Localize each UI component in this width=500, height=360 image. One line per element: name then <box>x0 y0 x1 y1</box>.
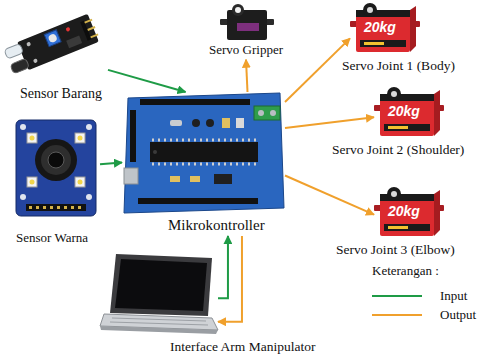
device-label: Servo Joint 1 (Body) <box>342 58 455 74</box>
device-label: Mikrokontroller <box>168 216 265 234</box>
device-node: Sensor Barang <box>8 4 108 78</box>
joint-servo <box>374 187 444 236</box>
device-label: Sensor Barang <box>20 86 102 103</box>
joint-servo <box>350 3 420 52</box>
color-sensor-module <box>16 120 96 216</box>
laptop <box>100 254 218 334</box>
legend-line <box>372 314 422 316</box>
legend-text: Input <box>440 288 467 304</box>
legend-text: Output <box>440 307 476 323</box>
device-node: Interface Arm Manipulator <box>100 252 218 336</box>
joint-servo <box>374 87 444 136</box>
legend-line <box>372 295 422 297</box>
device-label: Sensor Warna <box>16 230 88 246</box>
legend-entry: Input <box>372 287 467 305</box>
device-node: Sensor Warna <box>12 112 100 228</box>
output-arrow <box>285 38 350 102</box>
output-arrow <box>285 117 374 128</box>
legend-line-sample <box>372 290 422 302</box>
output-arrow <box>285 176 374 215</box>
microcontroller-board <box>124 93 284 213</box>
ir-sensor-module <box>3 13 100 76</box>
gripper-servo <box>220 4 274 40</box>
device-node: Servo Gripper <box>205 4 287 60</box>
servo-rating: 20kg <box>364 19 396 36</box>
servo-rating: 20kg <box>388 203 420 220</box>
output-arrow <box>218 236 242 322</box>
legend-entry: Output <box>372 306 476 324</box>
device-node: Mikrokontroller <box>122 92 285 236</box>
device-label: Servo Gripper <box>209 42 283 58</box>
output-arrow <box>246 60 248 92</box>
device-label: Servo Joint 3 (Elbow) <box>336 242 455 258</box>
input-arrow <box>100 163 122 165</box>
legend-title: Keterangan : <box>372 263 439 279</box>
servo-rating: 20kg <box>388 103 420 120</box>
input-arrow <box>218 236 228 298</box>
device-label: Servo Joint 2 (Shoulder) <box>332 142 464 158</box>
legend-line-sample <box>372 309 422 321</box>
device-label: Interface Arm Manipulator <box>170 339 315 355</box>
input-arrow <box>108 70 186 92</box>
